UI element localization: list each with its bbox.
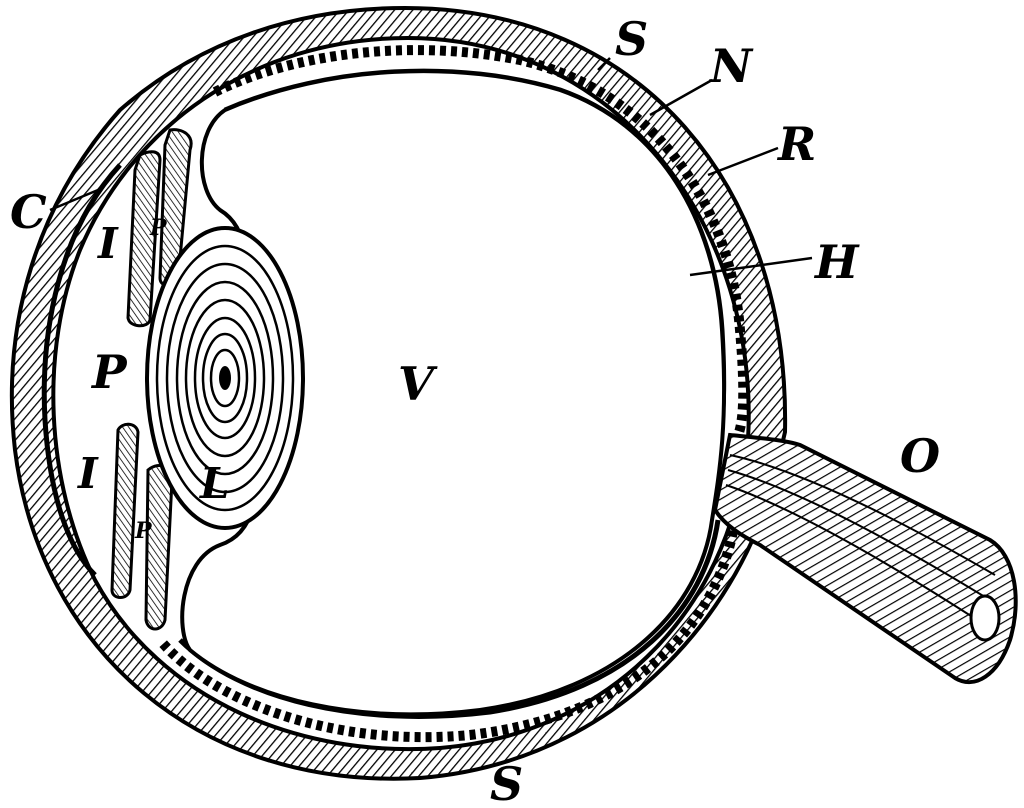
choroid-layer	[156, 45, 749, 743]
label-process-bottom: P	[134, 518, 153, 544]
label-sclera-bottom: S	[490, 757, 523, 808]
label-hyaloid: H	[813, 235, 860, 289]
label-vitreous: V	[398, 357, 438, 411]
leader-lines	[49, 57, 813, 277]
label-choroid: N	[708, 39, 754, 93]
label-process-top: P	[149, 215, 168, 241]
cornea	[41, 163, 122, 577]
diagram-labels: S N R H O C I P P I P V L S	[10, 12, 940, 808]
label-retina: R	[776, 117, 816, 171]
label-lens: L	[199, 459, 230, 508]
label-optic-nerve: O	[900, 429, 940, 483]
sclera	[9, 5, 788, 781]
crystalline-lens	[145, 226, 305, 530]
iris-upper	[126, 150, 162, 328]
label-cornea: C	[10, 185, 47, 239]
label-iris-top: I	[97, 219, 119, 268]
label-sclera-top: S	[615, 12, 648, 66]
optic-nerve	[712, 432, 1018, 685]
iris-lower	[110, 422, 140, 599]
label-pupil: P	[90, 345, 128, 399]
label-iris-bottom: I	[77, 449, 99, 498]
ciliary-process-lower	[144, 464, 174, 631]
